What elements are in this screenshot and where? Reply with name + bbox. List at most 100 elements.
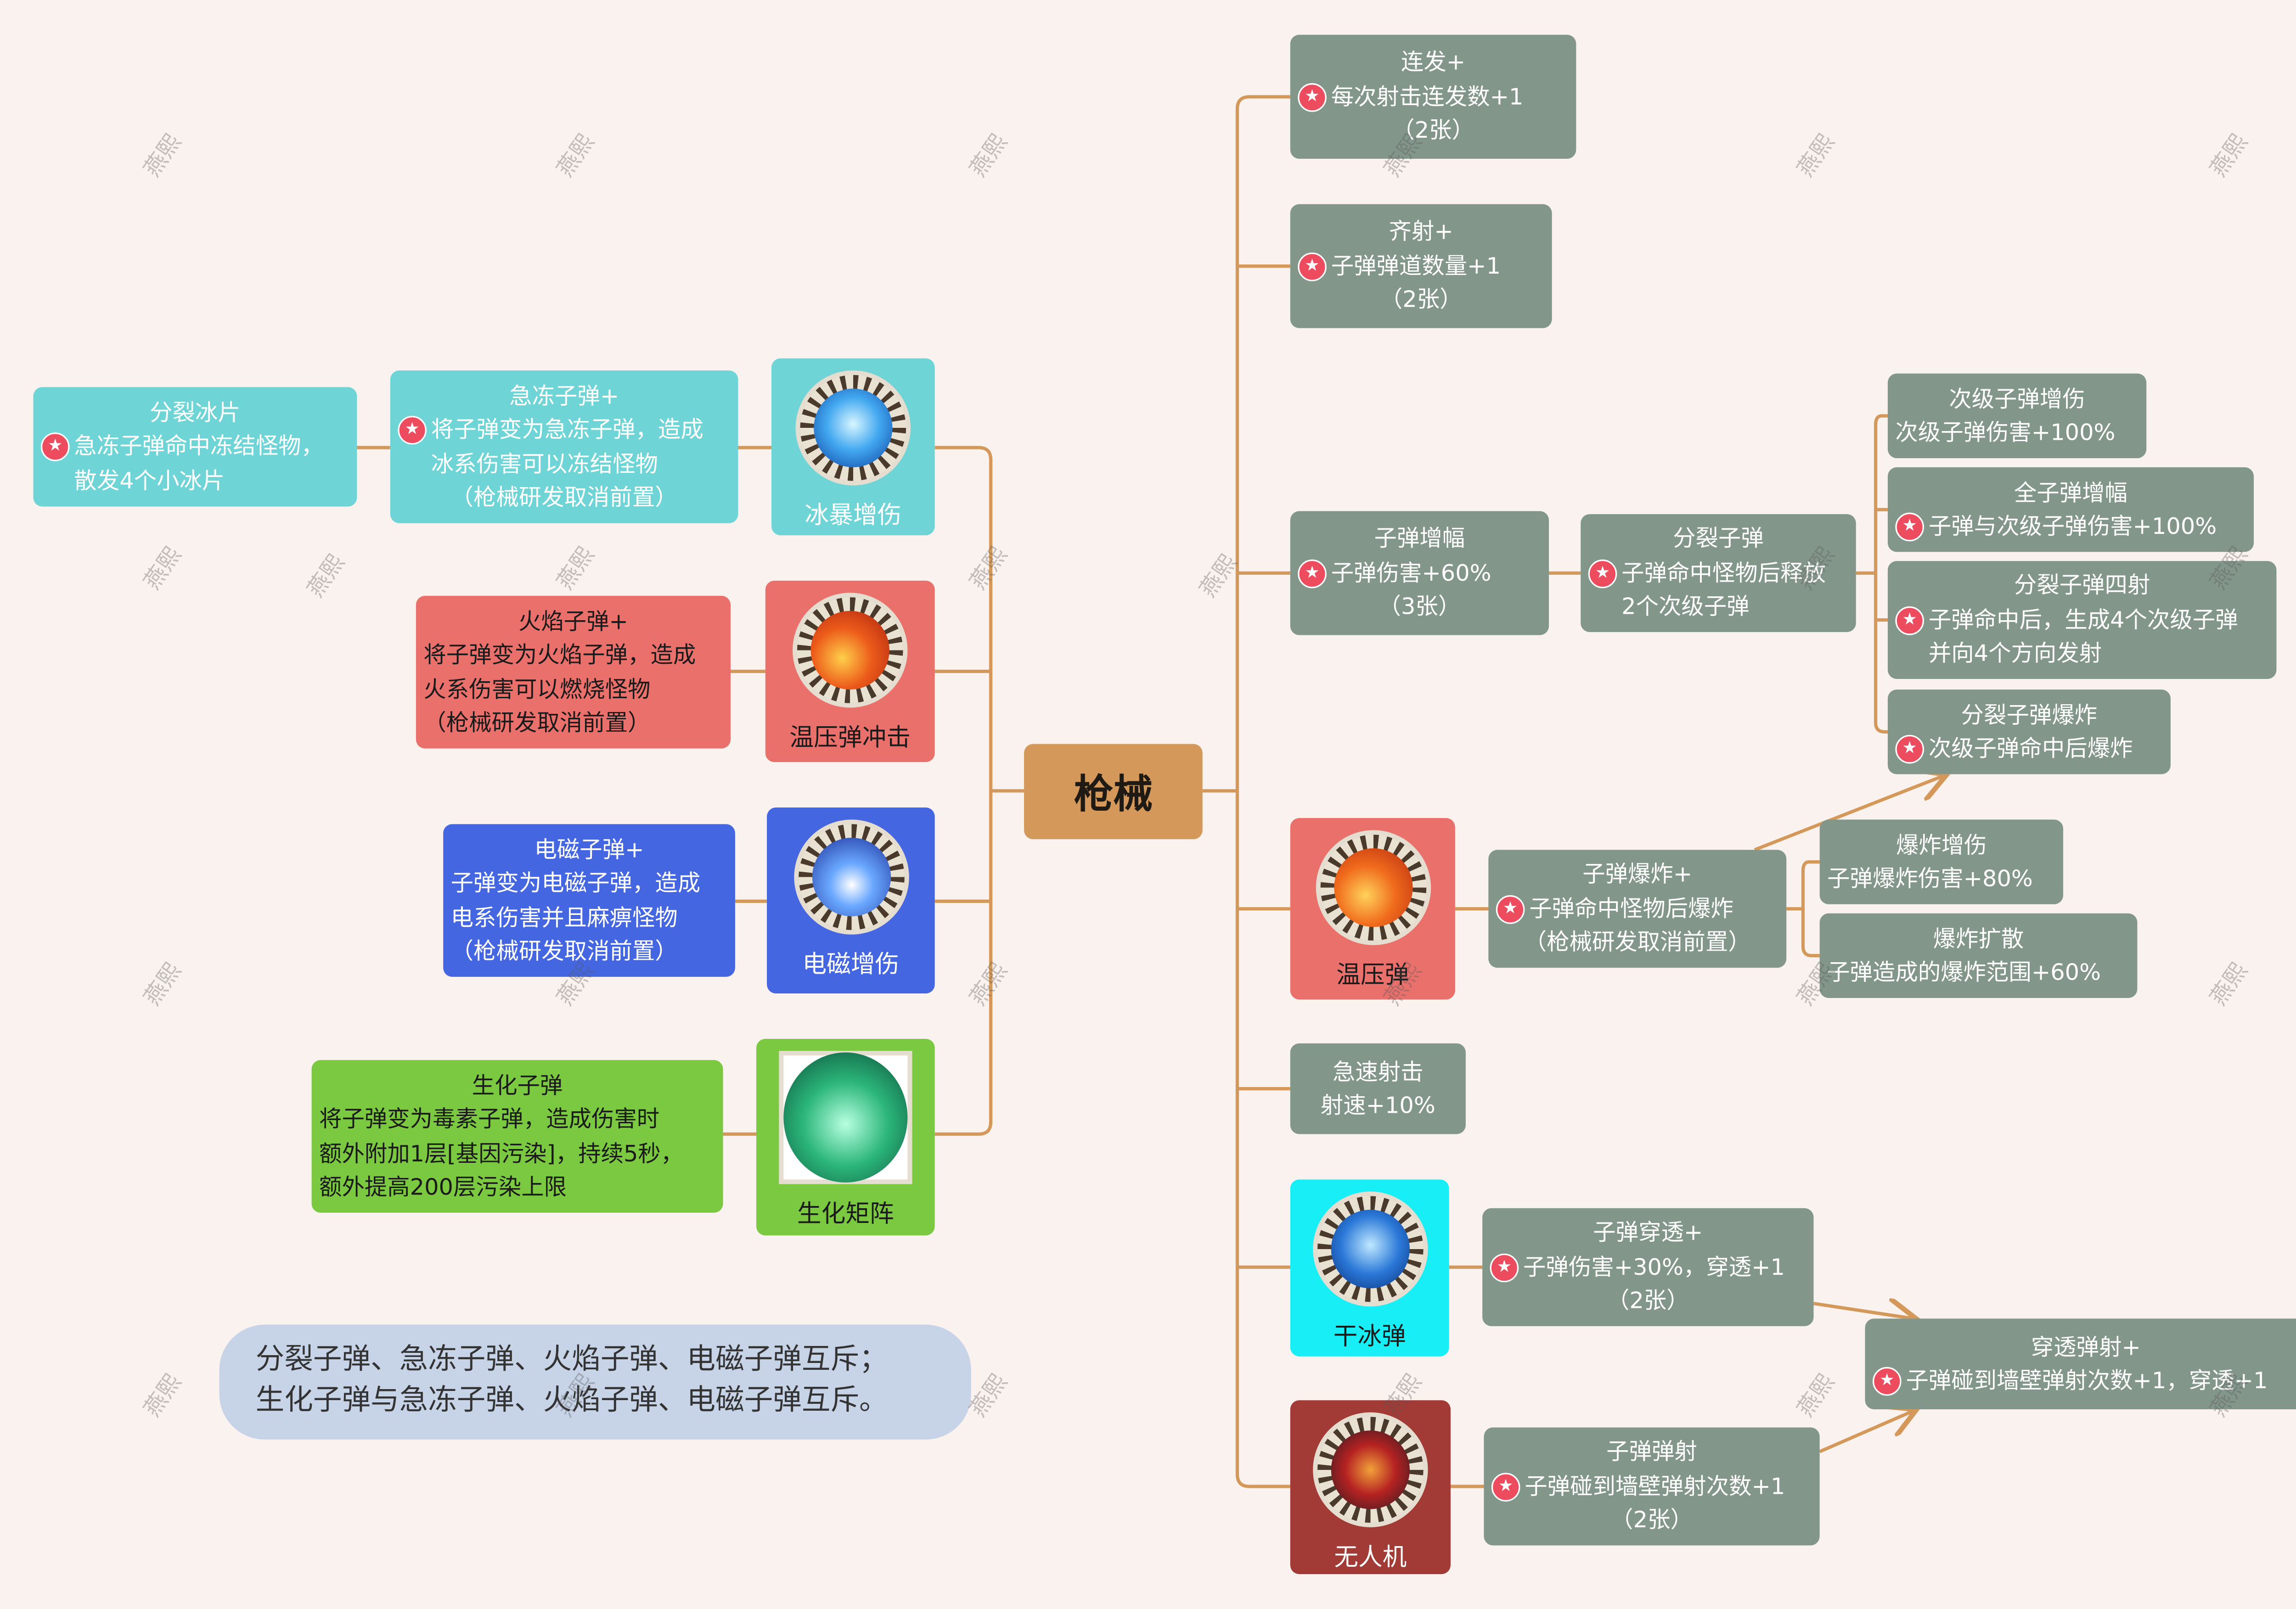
icon-node-label: 无人机 — [1334, 1542, 1407, 1571]
node-text-line: ★急冻子弹命中冻结怪物， — [40, 430, 349, 464]
icon-node-dianci_icon[interactable]: 电磁增伤 — [767, 807, 935, 994]
icon-node-label: 电磁增伤 — [802, 949, 900, 979]
node-text: 分裂子弹爆炸 — [1961, 701, 2098, 729]
node-text: 子弹爆炸+ — [1582, 861, 1693, 888]
node-text-line: （2张） — [1298, 283, 1544, 317]
node-text: 次级子弹命中后爆炸 — [1928, 734, 2133, 762]
node-chuantou[interactable]: 子弹穿透+★子弹伤害+30%，穿透+1（2张） — [1482, 1208, 1814, 1326]
node-text: 子弹变为电磁子弹，造成 — [450, 869, 701, 897]
node-text: （枪械研发取消前置） — [450, 937, 678, 965]
node-title: 子弹弹射 — [1491, 1435, 1812, 1469]
biochemical-matrix-icon — [779, 1051, 912, 1184]
node-title: 子弹穿透+ — [1490, 1216, 1806, 1250]
icon-node-label: 干冰弹 — [1333, 1321, 1406, 1351]
node-title: 全子弹增幅 — [1895, 476, 2246, 510]
icon-node-label: 温压弹 — [1336, 960, 1409, 989]
node-jisu[interactable]: 急速射击射速+10% — [1290, 1043, 1466, 1134]
node-text-line: ★子弹弹道数量+1 — [1298, 249, 1544, 283]
node-text-line: （枪械研发取消前置） — [451, 935, 728, 969]
node-text-line: （2张） — [1298, 114, 1569, 148]
node-text-line: ★子弹命中怪物后爆炸 — [1496, 892, 1779, 926]
node-text: 子弹穿透+ — [1593, 1219, 1703, 1247]
node-text: 子弹爆炸伤害+80% — [1827, 865, 2033, 892]
node-text: 每次射击连发数+1 — [1331, 83, 1524, 110]
node-text: 子弹碰到墙壁弹射次数+1 — [1525, 1472, 1785, 1500]
node-title: 分裂子弹爆炸 — [1895, 698, 2163, 732]
node-text: 子弹增幅 — [1374, 525, 1465, 553]
node-text-line: ★子弹伤害+60% — [1298, 556, 1541, 590]
node-title: 分裂子弹 — [1588, 522, 1849, 556]
node-text: 将子弹变为急冻子弹，造成 — [431, 415, 703, 443]
node-shenghua[interactable]: 生化子弹将子弹变为毒素子弹，造成伤害时额外附加1层[基因污染]，持续5秒，额外提… — [311, 1060, 723, 1213]
node-fenliebaozha[interactable]: 分裂子弹爆炸★次级子弹命中后爆炸 — [1887, 690, 2171, 774]
node-text: 次级子弹伤害+100% — [1895, 419, 2116, 446]
node-text: （2张） — [1606, 1287, 1689, 1315]
node-baozhakuosan[interactable]: 爆炸扩散子弹造成的爆炸范围+60% — [1819, 913, 2138, 998]
node-text-line: （2张） — [1491, 1503, 1812, 1537]
icon-node-ganbingdan[interactable]: 干冰弹 — [1290, 1179, 1449, 1357]
node-title: 穿透弹射+ — [1873, 1330, 2296, 1364]
node-text-line: （枪械研发取消前置） — [423, 706, 723, 740]
node-title: 分裂子弹四射 — [1895, 569, 2269, 603]
node-zidanzengfu[interactable]: 子弹增幅 ★子弹伤害+60% （3张） — [1290, 511, 1549, 635]
node-text: 连发+ — [1401, 49, 1466, 76]
node-text-line: 散发4个小冰片 — [41, 464, 349, 498]
node-text: （2张） — [1610, 1506, 1693, 1534]
node-text: 将子弹变为毒素子弹，造成伤害时 — [319, 1105, 660, 1133]
node-text: 电系伤害并且麻痹怪物 — [450, 903, 678, 931]
node-text: 生化子弹 — [472, 1071, 563, 1099]
star-badge-icon: ★ — [1298, 252, 1327, 281]
node-cijizengshang[interactable]: 次级子弹增伤次级子弹伤害+100% — [1887, 373, 2147, 459]
icon-node-wenyadan[interactable]: 温压弹 — [1290, 818, 1455, 1000]
node-text-line: ★每次射击连发数+1 — [1298, 80, 1569, 114]
star-badge-icon: ★ — [1298, 82, 1327, 112]
node-fenliebingpian[interactable]: 分裂冰片★急冻子弹命中冻结怪物，散发4个小冰片 — [33, 387, 357, 507]
icon-node-bingbao[interactable]: 冰暴增伤 — [771, 358, 935, 536]
node-text-line: 子弹造成的爆炸范围+60% — [1827, 956, 2130, 990]
center-node-firearms[interactable]: 枪械 — [1024, 744, 1203, 840]
node-chuantoutanshe[interactable]: 穿透弹射+★子弹碰到墙壁弹射次数+1，穿透+1 — [1865, 1318, 2296, 1410]
node-quanzidan[interactable]: 全子弹增幅★子弹与次级子弹伤害+100% — [1887, 467, 2254, 552]
node-title: 齐射+ — [1298, 215, 1544, 249]
node-baozhaplus[interactable]: 子弹爆炸+ ★子弹命中怪物后爆炸 （枪械研发取消前置） — [1488, 850, 1787, 968]
ice-storm-icon — [795, 370, 911, 486]
node-title: 爆炸增伤 — [1827, 828, 2055, 862]
node-title: 火焰子弹+ — [423, 604, 723, 638]
node-tanshe[interactable]: 子弹弹射★子弹碰到墙壁弹射次数+1（2张） — [1484, 1427, 1820, 1546]
node-text-line: ★子弹碰到墙壁弹射次数+1，穿透+1 — [1872, 1364, 2296, 1398]
node-text-line: 射速+10% — [1298, 1089, 1458, 1123]
node-baozhazengshang[interactable]: 爆炸增伤子弹爆炸伤害+80% — [1819, 819, 2064, 904]
node-title: 分裂冰片 — [41, 396, 349, 430]
node-huoyan[interactable]: 火焰子弹+ 将子弹变为火焰子弹，造成火系伤害可以燃烧怪物（枪械研发取消前置） — [416, 595, 731, 749]
node-sishe[interactable]: 分裂子弹四射★子弹命中后，生成4个次级子弹并向4个方向发射 — [1887, 561, 2277, 679]
node-text-line: 子弹变为电磁子弹，造成 — [451, 866, 728, 900]
node-text: （枪械研发取消前置） — [450, 484, 678, 511]
node-text: （2张） — [1379, 286, 1463, 314]
node-text: （3张） — [1378, 593, 1461, 621]
icon-node-shenghuajuzhen[interactable]: 生化矩阵 — [756, 1038, 935, 1236]
node-text: 冰系伤害可以冻结怪物 — [431, 449, 658, 477]
node-text: 子弹造成的爆炸范围+60% — [1827, 959, 2101, 986]
node-title: 次级子弹增伤 — [1895, 382, 2138, 416]
star-badge-icon: ★ — [1496, 894, 1525, 923]
node-text-line: （3张） — [1298, 590, 1541, 624]
node-text: 爆炸增伤 — [1896, 831, 1987, 858]
node-text: （枪械研发取消前置） — [1524, 929, 1751, 956]
node-qishe[interactable]: 齐射+★子弹弹道数量+1 （2张） — [1290, 204, 1552, 328]
node-text: （2张） — [1392, 117, 1474, 144]
node-text-line: ★子弹命中后，生成4个次级子弹 — [1895, 603, 2269, 637]
star-badge-icon: ★ — [1490, 1253, 1519, 1282]
node-text-line: 火系伤害可以燃烧怪物 — [423, 672, 723, 706]
node-text: 分裂子弹 — [1673, 525, 1764, 553]
node-dianci[interactable]: 电磁子弹+子弹变为电磁子弹，造成电系伤害并且麻痹怪物（枪械研发取消前置） — [443, 824, 735, 977]
node-jidong[interactable]: 急冻子弹+★将子弹变为急冻子弹，造成冰系伤害可以冻结怪物（枪械研发取消前置） — [390, 370, 738, 523]
node-title: 子弹爆炸+ — [1496, 858, 1779, 892]
node-text: 急冻子弹命中冻结怪物， — [74, 432, 324, 460]
icon-node-wenyachongji[interactable]: 温压弹冲击 — [765, 580, 935, 762]
node-lianfa[interactable]: 连发+ ★每次射击连发数+1 （2张） — [1290, 34, 1576, 159]
icon-node-wurenji[interactable]: 无人机 — [1290, 1400, 1451, 1575]
node-text: 将子弹变为火焰子弹，造成 — [423, 641, 696, 668]
